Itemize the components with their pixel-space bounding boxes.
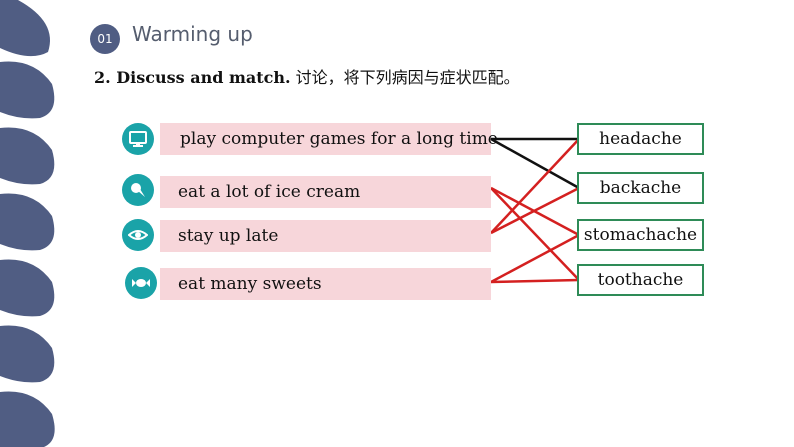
instruction-rest: 讨论，将下列病因与症状匹配。 [290,68,520,87]
symptom-label: toothache [597,270,684,290]
cause-item-sweets[interactable]: eat many sweets [160,268,491,300]
computer-icon [122,123,154,155]
cause-label: stay up late [178,226,279,246]
match-line-4 [490,138,580,234]
instruction-text: 2. Discuss and match. 讨论，将下列病因与症状匹配。 [94,64,520,88]
symptom-item-backache[interactable]: backache [577,172,704,204]
cause-label: play computer games for a long time [180,129,498,149]
symptom-label: headache [599,129,682,149]
symptom-item-toothache[interactable]: toothache [577,264,704,296]
symptom-label: stomachache [583,225,698,245]
section-number-badge: 01 [90,24,120,54]
match-line-5 [490,186,580,235]
candy-icon [125,267,157,299]
cause-label: eat a lot of ice cream [178,182,361,202]
eye-icon [122,219,154,251]
instruction-bold: 2. Discuss and match. [94,68,291,87]
match-line-6 [490,233,580,284]
cause-label: eat many sweets [178,274,322,294]
match-line-2 [490,186,580,237]
symptom-label: backache [599,178,682,198]
section-title: Warming up [132,22,253,46]
ice-cream-icon [122,174,154,206]
cause-item-stay-up-late[interactable]: stay up late [160,220,491,252]
symptom-item-headache[interactable]: headache [577,123,704,155]
match-line-3 [490,187,580,281]
symptom-item-stomachache[interactable]: stomachache [577,219,704,251]
cause-item-ice-cream[interactable]: eat a lot of ice cream [160,176,491,208]
match-line-7 [490,278,580,284]
decorative-scallop-border [0,0,55,447]
cause-item-computer-games[interactable]: play computer games for a long time [160,123,498,155]
match-line-1 [490,137,580,190]
